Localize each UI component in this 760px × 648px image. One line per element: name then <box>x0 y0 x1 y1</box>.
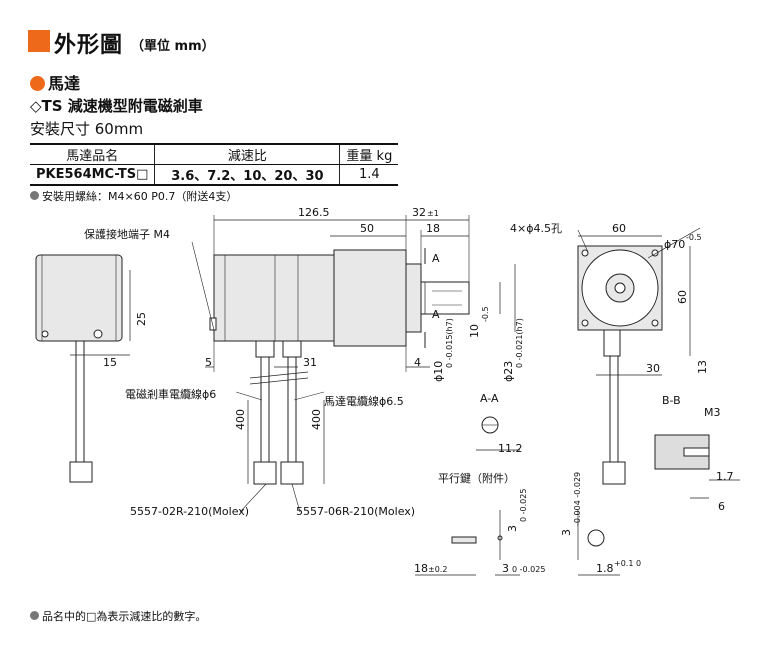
label-m3: M3 <box>704 406 721 419</box>
dim-phi23-tol: 0 -0.021(h7) <box>515 318 524 368</box>
rear-view-body <box>35 254 123 342</box>
label-connector-motor: 5557-06R-210(Molex) <box>296 505 415 518</box>
grey-bullet-icon <box>30 191 39 200</box>
title-marker <box>28 30 50 52</box>
dim-70: ϕ70 <box>664 238 685 251</box>
dim-32: 32 <box>412 206 426 219</box>
dim-3-a: 3 <box>502 562 509 575</box>
screw-note-text: 安裝用螺絲：M4×60 P0.7（附送4支） <box>42 190 238 203</box>
label-key-title: 平行鍵（附件） <box>438 471 515 485</box>
label-motor-cable: 馬達電纜線ϕ6.5 <box>324 394 404 408</box>
dim-50: 50 <box>360 222 374 235</box>
dim-phi10-tol: 0 -0.015(h7) <box>445 318 454 368</box>
page-title: 外形圖 <box>54 33 124 58</box>
dim-400-a: 400 <box>234 409 247 430</box>
cell-ratio: 3.6、7.2、10、20、30 <box>154 164 340 185</box>
dim-3-a-tol: 0 -0.025 <box>512 565 545 574</box>
dim-15: 15 <box>103 356 117 369</box>
grey-bullet-icon <box>30 611 39 620</box>
label-brake-cable: 電磁剎車電纜線ϕ6 <box>125 387 216 401</box>
dim-13: 13 <box>696 360 709 374</box>
col-weight: 重量 kg <box>339 144 399 165</box>
dim-18-key-tol: ±0.2 <box>428 565 447 574</box>
footnote-text: 品名中的□為表示減速比的數字。 <box>42 610 207 623</box>
dim-1-8-tol: +0.1 0 <box>614 559 641 568</box>
dim-6: 6 <box>718 500 725 513</box>
series-title: ◇TS 減速機型附電磁剎車 <box>30 97 203 115</box>
footnote: 品名中的□為表示減速比的數字。 <box>30 608 206 624</box>
orange-dot-icon <box>30 76 45 91</box>
screw-note: 安裝用螺絲：M4×60 P0.7（附送4支） <box>30 188 237 204</box>
ground-screw-icon <box>93 329 103 339</box>
cell-model: PKE564MC-TS□ <box>36 167 149 182</box>
dim-5: 5 <box>205 356 212 369</box>
label-section-aa: A-A <box>480 392 499 405</box>
dim-phi23: ϕ23 <box>502 361 515 382</box>
label-ground-terminal: 保護接地端子 M4 <box>84 227 170 241</box>
dim-1-8: 1.8 <box>596 562 614 575</box>
dim-18: 18 <box>426 222 440 235</box>
dim-60-side: 60 <box>676 290 689 304</box>
dim-70-tol: -0.5 <box>686 233 702 242</box>
dim-4: 4 <box>414 356 421 369</box>
gearhead-body <box>333 249 407 347</box>
label-holes: 4×ϕ4.5孔 <box>510 222 562 235</box>
col-ratio: 減速比 <box>154 144 340 165</box>
label-section-bb: B-B <box>662 394 681 407</box>
label-a-top: A <box>432 252 440 265</box>
dim-10: 10 <box>468 324 481 338</box>
spec-table: 馬達品名 減速比 重量 kg PKE564MC-TS□ 3.6、7.2、10、2… <box>30 143 399 186</box>
dim-3-c-tol: -0.004 -0.029 <box>573 472 582 526</box>
col-model: 馬達品名 <box>66 149 119 164</box>
side-view-body <box>213 254 335 342</box>
dim-3-b: 3 <box>506 525 519 532</box>
page-title-unit: （單位 mm） <box>131 39 215 54</box>
spec-table-header-row: 馬達品名 減速比 重量 kg <box>30 144 399 165</box>
dim-25: 25 <box>135 312 148 326</box>
label-connector-brake: 5557-02R-210(Molex) <box>130 505 249 518</box>
dim-126-5: 126.5 <box>298 206 330 219</box>
label-a-bottom: A <box>432 308 440 321</box>
cell-weight: 1.4 <box>339 164 399 185</box>
motor-heading-text: 馬達 <box>48 74 81 93</box>
dim-3-c: 3 <box>560 529 573 536</box>
table-row: PKE564MC-TS□ 3.6、7.2、10、20、30 1.4 <box>30 164 399 185</box>
dim-31: 31 <box>303 356 317 369</box>
dim-10-tol: -0.5 <box>481 306 490 322</box>
rear-connector <box>69 461 93 483</box>
dim-11-2: 11.2 <box>498 442 523 455</box>
dim-3-b-tol: 0 -0.025 <box>519 489 528 522</box>
dim-32-tol: ±1 <box>427 209 439 218</box>
dim-1-7: 1.7 <box>716 470 734 483</box>
motor-heading: 馬達 <box>30 70 80 94</box>
dim-30: 30 <box>646 362 660 375</box>
dim-18-key: 18 <box>414 562 428 575</box>
output-shaft <box>420 281 470 315</box>
dim-400-b: 400 <box>310 409 323 430</box>
dim-phi10: ϕ10 <box>432 361 445 382</box>
mount-size: 安裝尺寸 60mm <box>30 120 144 138</box>
dim-60-top: 60 <box>612 222 626 235</box>
